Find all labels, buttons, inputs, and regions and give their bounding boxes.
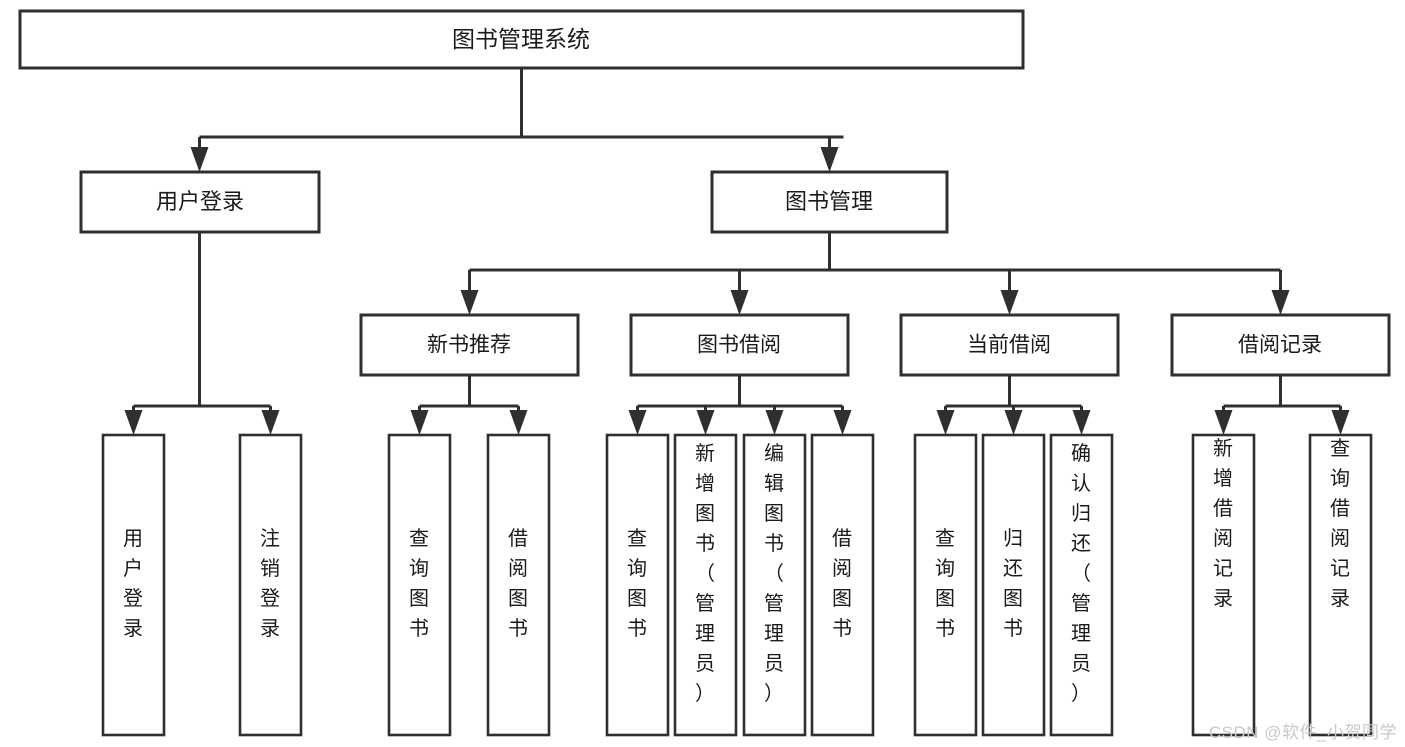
node-new-book-recommend[interactable]: 新书推荐 — [359, 313, 580, 377]
leaf-bb-borrow-book[interactable]: 借阅图书 — [810, 433, 875, 737]
arrowhead-leaf-bb-borrow — [833, 410, 852, 435]
arrowhead-leaf-nb-query — [410, 410, 429, 435]
node-current-borrow-label: 当前借阅 — [967, 334, 1051, 357]
node-book-manage[interactable]: 图书管理 — [710, 170, 949, 234]
arrowhead-to-borrow-record — [1271, 290, 1290, 315]
leaf-bb-borrow-book-box[interactable] — [810, 433, 875, 737]
arrowhead-to-book-borrow — [730, 290, 749, 315]
edge-userlogin-bus — [132, 232, 272, 420]
leaf-bb-borrow-book-label: 借阅图书 — [832, 527, 852, 640]
leaf-cb-query-book[interactable]: 查询图书 — [913, 433, 978, 737]
leaf-cb-query-book-label: 查询图书 — [935, 527, 955, 640]
arrowhead-leaf-bb-edit — [765, 410, 784, 435]
arrowhead-to-book-manage — [820, 147, 839, 172]
arrowhead-to-user-login — [190, 147, 209, 172]
leaf-br-add-record-label: 新增借阅记录 — [1213, 437, 1233, 610]
edge-root-bus — [198, 68, 844, 156]
leaf-nb-borrow-book-box[interactable] — [486, 433, 551, 737]
arrowhead-to-new-book — [460, 290, 479, 315]
node-new-book-recommend-box[interactable] — [359, 313, 580, 377]
edge-bookmanage-bus — [468, 232, 1282, 300]
arrowhead-leaf-logout — [261, 410, 280, 435]
leaf-nb-query-book[interactable]: 查询图书 — [387, 433, 452, 737]
arrowhead-leaf-nb-borrow — [509, 410, 528, 435]
node-user-login-label: 用户登录 — [156, 189, 244, 214]
leaf-nb-query-book-box[interactable] — [387, 433, 452, 737]
arrowhead-leaf-cb-confirm — [1072, 410, 1091, 435]
leaf-cb-return-book-box[interactable] — [981, 433, 1046, 737]
leaf-nb-borrow-book-label: 借阅图书 — [508, 527, 528, 640]
node-book-borrow-label: 图书借阅 — [697, 334, 781, 357]
leaf-bb-query-book[interactable]: 查询图书 — [605, 433, 670, 737]
node-borrow-record-box[interactable] — [1170, 313, 1391, 377]
arrowhead-leaf-cb-return — [1004, 410, 1023, 435]
edge-borrowrecord-bus — [1222, 375, 1342, 420]
leaf-br-query-record[interactable]: 查询借阅记录 — [1308, 433, 1373, 737]
leaf-br-query-record-label: 查询借阅记录 — [1330, 437, 1350, 610]
arrowhead-leaf-br-query — [1331, 410, 1350, 435]
leaf-cb-confirm-return-box[interactable] — [1049, 433, 1114, 737]
arrowhead-leaf-bb-add — [696, 410, 715, 435]
leaf-user-login[interactable]: 用户登录 — [101, 433, 166, 737]
node-book-borrow-box[interactable] — [629, 313, 850, 377]
arrowhead-leaf-bb-query — [628, 410, 647, 435]
leaf-cb-confirm-return[interactable]: 确认归还（管理员） — [1049, 433, 1114, 737]
arrowhead-to-current-borrow — [1000, 290, 1019, 315]
leaf-user-login-box[interactable] — [101, 433, 166, 737]
leaf-bb-add-book-label: 新增图书（管理员） — [695, 442, 715, 705]
node-root-box[interactable] — [18, 9, 1025, 70]
leaf-bb-add-book-box[interactable] — [673, 433, 738, 737]
leaf-bb-query-book-label: 查询图书 — [627, 527, 647, 640]
node-root-label: 图书管理系统 — [452, 26, 590, 52]
leaf-cb-return-book-label: 归还图书 — [1003, 527, 1023, 640]
leaf-logout[interactable]: 注销登录 — [238, 433, 303, 737]
leaf-nb-borrow-book[interactable]: 借阅图书 — [486, 433, 551, 737]
leaf-bb-edit-book[interactable]: 编辑图书（管理员） — [742, 433, 807, 737]
leaf-bb-edit-book-box[interactable] — [742, 433, 807, 737]
edge-bookborrow-bus — [636, 375, 844, 420]
node-current-borrow[interactable]: 当前借阅 — [899, 313, 1120, 377]
node-book-borrow[interactable]: 图书借阅 — [629, 313, 850, 377]
leaf-br-add-record[interactable]: 新增借阅记录 — [1191, 433, 1256, 737]
leaf-logout-box[interactable] — [238, 433, 303, 737]
leaf-bb-edit-book-label: 编辑图书（管理员） — [764, 442, 784, 705]
edge-newbook-bus — [418, 375, 520, 420]
edge-layer — [124, 68, 1350, 435]
arrowhead-leaf-br-add — [1214, 410, 1233, 435]
node-user-login-box[interactable] — [79, 170, 321, 234]
leaf-cb-confirm-return-label: 确认归还（管理员） — [1071, 442, 1091, 705]
node-root-system[interactable]: 图书管理系统 — [18, 9, 1025, 70]
node-current-borrow-box[interactable] — [899, 313, 1120, 377]
node-book-manage-label: 图书管理 — [785, 189, 873, 214]
node-borrow-record[interactable]: 借阅记录 — [1170, 313, 1391, 377]
node-new-book-recommend-label: 新书推荐 — [427, 334, 511, 357]
node-borrow-record-label: 借阅记录 — [1238, 334, 1322, 357]
leaf-user-login-label: 用户登录 — [123, 528, 143, 640]
leaf-nb-query-book-label: 查询图书 — [409, 527, 429, 640]
arrowhead-leaf-user-login — [124, 410, 143, 435]
leaf-cb-query-book-box[interactable] — [913, 433, 978, 737]
leaf-logout-label: 注销登录 — [260, 527, 280, 640]
leaf-br-query-record-box[interactable] — [1308, 433, 1373, 737]
leaf-br-add-record-box[interactable] — [1191, 433, 1256, 737]
node-book-manage-box[interactable] — [710, 170, 949, 234]
leaf-cb-return-book[interactable]: 归还图书 — [981, 433, 1046, 737]
leaf-bb-add-book[interactable]: 新增图书（管理员） — [673, 433, 738, 737]
node-user-login[interactable]: 用户登录 — [79, 170, 321, 234]
arrowhead-leaf-cb-query — [936, 410, 955, 435]
leaf-bb-query-book-box[interactable] — [605, 433, 670, 737]
